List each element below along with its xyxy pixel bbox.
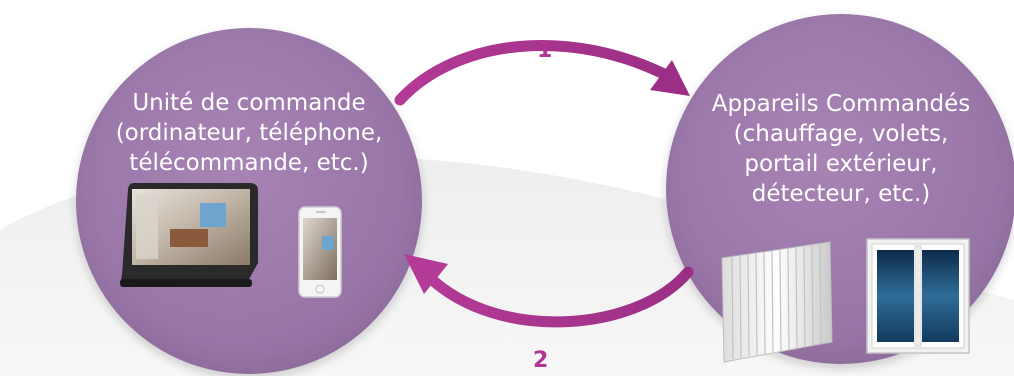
arrow-top-head — [650, 60, 690, 96]
control-unit-examples-line-2: télécommande, etc.) — [129, 150, 369, 176]
radiator-icon — [721, 241, 833, 363]
window-icon — [866, 238, 970, 354]
control-unit-title: Unité de commande — [132, 90, 366, 116]
arrow-top-number: 1 — [537, 38, 553, 63]
arrow-bottom-number: 2 — [533, 348, 549, 373]
controlled-devices-examples-line-3: détecteur, etc.) — [751, 181, 931, 207]
control-unit-label: Unité de commande (ordinateur, téléphone… — [76, 88, 422, 178]
arrow-bottom-shaft — [422, 266, 694, 328]
controlled-devices-examples-line-1: (chauffage, volets, — [733, 121, 949, 147]
arrow-bottom-head — [404, 254, 448, 294]
smartphone-icon — [298, 206, 342, 298]
control-unit-examples-line-1: (ordinateur, téléphone, — [115, 120, 383, 146]
controlled-devices-title: Appareils Commandés — [711, 91, 971, 117]
controlled-devices-label: Appareils Commandés (chauffage, volets, … — [666, 89, 1014, 209]
arrow-top-shaft — [394, 40, 678, 106]
tablet-icon — [120, 183, 258, 287]
controlled-devices-examples-line-2: portail extérieur, — [744, 151, 938, 177]
